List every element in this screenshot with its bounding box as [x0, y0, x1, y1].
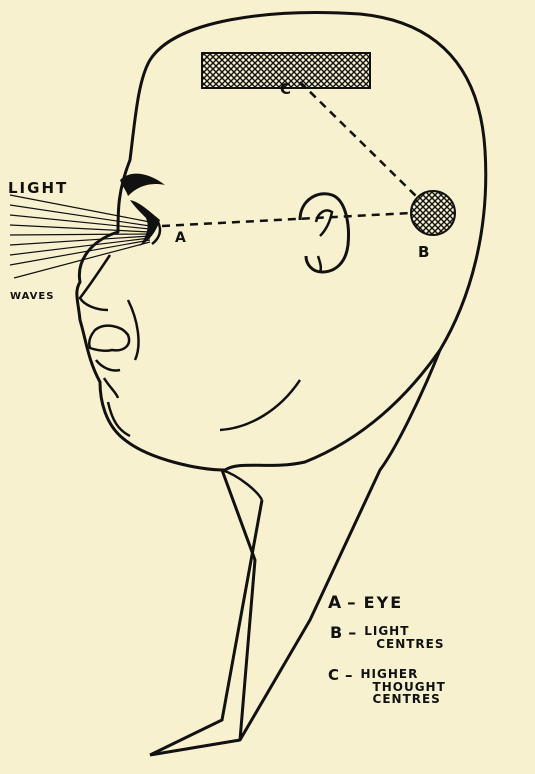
nose [80, 255, 110, 310]
legend-key: B [330, 625, 342, 642]
waves-label: WAVES [10, 292, 54, 302]
legend-separator: – [345, 668, 353, 684]
ear-inner [316, 210, 332, 272]
legend-line: CENTRES [373, 693, 446, 706]
shirt-front [150, 500, 262, 755]
legend-separator: – [347, 595, 356, 613]
legend-line: CENTRES [376, 638, 444, 651]
cheek-line [128, 300, 139, 360]
brow-mark [120, 174, 165, 196]
point-b-label: B [418, 245, 430, 260]
legend-key: C [328, 668, 339, 684]
legend-key: A [328, 595, 341, 613]
legend-line: LIGHT [364, 625, 444, 638]
legend-item-a: A–EYE [328, 595, 403, 613]
light-label: LIGHT [8, 181, 68, 196]
moustache [89, 326, 129, 351]
legend-line: EYE [364, 593, 403, 612]
path-eye-to-light-centre [162, 213, 411, 226]
light-centre-region [411, 191, 455, 235]
point-c-label: C [280, 82, 292, 97]
jaw-line [220, 380, 300, 430]
legend-separator: – [348, 625, 356, 642]
point-a-label: A [175, 231, 187, 245]
neck-left [150, 470, 255, 755]
legend-line: HIGHER [361, 668, 446, 681]
path-thought-to-light-centre [300, 82, 418, 198]
legend-text: EYE [364, 595, 403, 612]
